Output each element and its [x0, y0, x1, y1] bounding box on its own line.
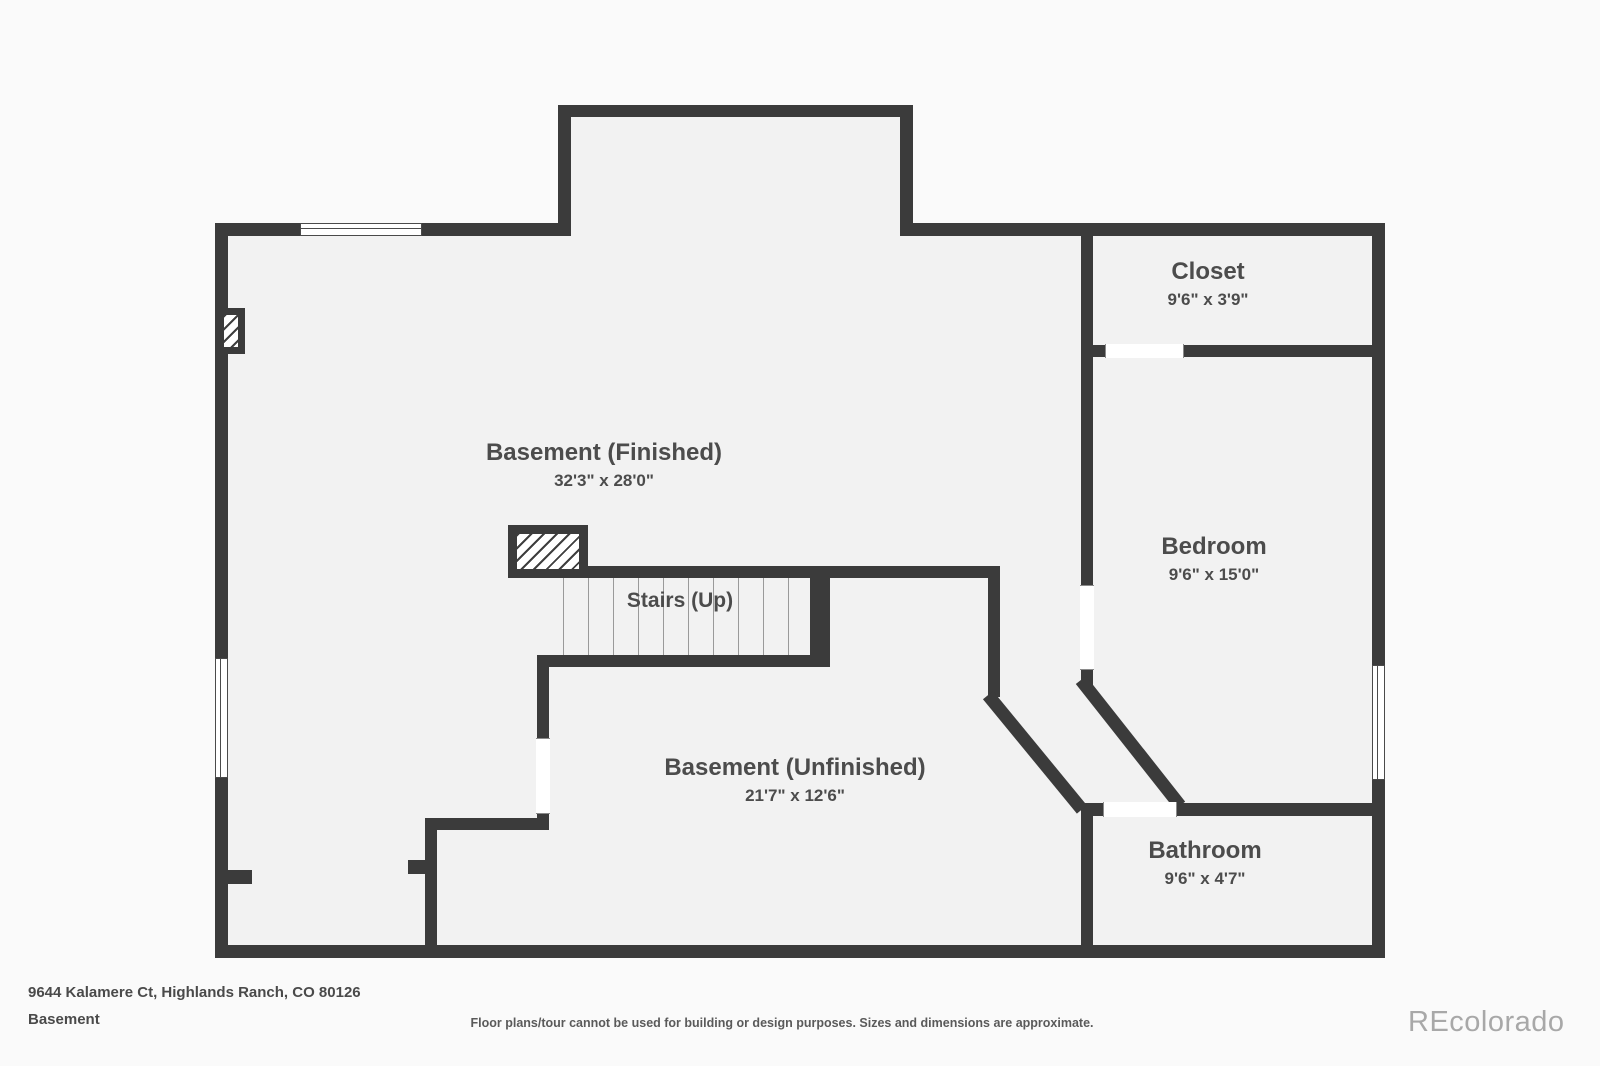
floor-name: Basement — [28, 1011, 100, 1028]
wall-stub-left — [228, 870, 252, 884]
stair-landing-box — [508, 525, 588, 578]
window-top — [300, 223, 422, 236]
floor-bump — [571, 117, 900, 236]
room-name: Stairs (Up) — [626, 589, 734, 612]
room-label-closet: Closet 9'6" x 3'9" — [1168, 258, 1249, 310]
room-name: Bedroom — [1161, 533, 1267, 560]
wall-stairs-bottom — [537, 655, 830, 667]
recolorado-watermark: REcolorado — [1408, 1006, 1565, 1038]
wall-closet-bottom-right — [1182, 345, 1385, 357]
bedroom-door-opening — [1080, 585, 1094, 670]
stair-treads — [563, 578, 811, 655]
room-dimensions: 9'6" x 3'9" — [1167, 290, 1249, 309]
wall-stub-step — [408, 860, 425, 874]
closet-door-opening — [1105, 344, 1184, 358]
wall-exterior-bottom — [215, 945, 1385, 958]
wall-unfinished-left-upper — [537, 655, 549, 738]
room-name: Closet — [1171, 258, 1245, 285]
wall-hall-right — [988, 566, 1000, 697]
room-label-stairs: Stairs (Up) — [627, 589, 733, 613]
wall-bedroom-left — [1081, 235, 1093, 585]
room-name: Basement (Finished) — [485, 439, 723, 466]
wall-step-vertical — [425, 818, 437, 958]
bathroom-door-opening — [1103, 802, 1177, 817]
room-dimensions: 9'6" x 4'7" — [1164, 869, 1246, 888]
room-label-basement-finished: Basement (Finished) 32'3" x 28'0" — [486, 439, 722, 491]
wall-bump-left — [558, 105, 571, 236]
unfinished-door-opening — [536, 738, 550, 814]
wall-bathroom-top-right — [1175, 803, 1385, 816]
room-label-bathroom: Bathroom 9'6" x 4'7" — [1148, 837, 1261, 889]
window-left — [215, 658, 228, 778]
chimney-hatch — [224, 315, 238, 347]
wall-bathroom-left — [1081, 803, 1093, 958]
room-dimensions: 9'6" x 15'0" — [1168, 565, 1260, 584]
wall-stairs-right — [810, 578, 830, 667]
room-name: Basement (Unfinished) — [664, 754, 926, 781]
room-label-basement-unfinished: Basement (Unfinished) 21'7" x 12'6" — [664, 754, 925, 806]
room-dimensions: 32'3" x 28'0" — [554, 471, 654, 490]
wall-bump-right — [900, 105, 913, 236]
wall-step-horizontal — [425, 818, 549, 830]
room-dimensions: 21'7" x 12'6" — [745, 786, 845, 805]
wall-stairs-top — [580, 566, 1000, 578]
room-name: Bathroom — [1148, 837, 1262, 864]
window-bedroom-right — [1372, 665, 1385, 780]
wall-exterior-top-right — [900, 223, 1385, 236]
wall-bump-top — [558, 105, 913, 117]
chimney-box — [217, 308, 245, 354]
wall-closet-bottom-left — [1081, 345, 1105, 357]
disclaimer-text: Floor plans/tour cannot be used for buil… — [470, 1016, 1094, 1030]
stair-landing-hatch — [517, 534, 579, 569]
wall-exterior-right — [1372, 223, 1385, 958]
property-address: 9644 Kalamere Ct, Highlands Ranch, CO 80… — [28, 984, 361, 1001]
room-label-bedroom: Bedroom 9'6" x 15'0" — [1161, 533, 1266, 585]
wall-bathroom-top-left — [1081, 803, 1103, 816]
